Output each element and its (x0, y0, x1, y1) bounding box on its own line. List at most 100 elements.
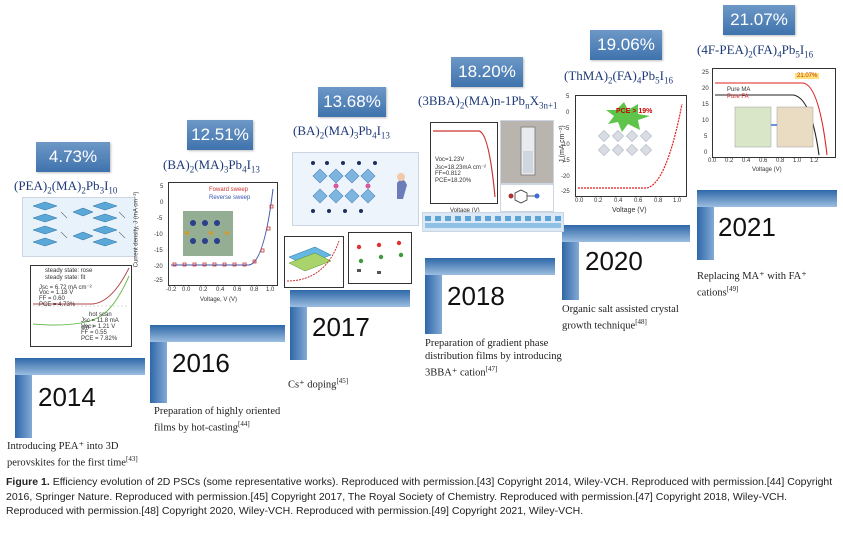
formula-2021: (4F-PEA)2(FA)4Pb5I16 (697, 42, 814, 60)
photo-2018 (500, 120, 554, 184)
desc-2021: Replacing MA⁺ with FA⁺ cations[49] (697, 271, 807, 299)
i2021-xtick-6: 1.2 (810, 158, 819, 164)
i2016-xtick-5: 0.8 (250, 287, 259, 293)
i2016-xtick-3: 0.4 (216, 287, 225, 293)
i2014-legend-a: steady state: rose (45, 268, 93, 274)
jv-curve-2017 (286, 240, 340, 282)
formula-2014: (PEA)2(MA)2Pb3I10 (14, 178, 118, 196)
i2014-legend-b: steady state: fit (45, 275, 86, 281)
i2021-xtick-3: 0.6 (759, 158, 768, 164)
i2020-ytick-6: -25 (561, 189, 570, 195)
i2021-ytick-2: 15 (702, 102, 709, 108)
i2020-ytick-3: -10 (561, 142, 570, 148)
jv-curves-2021 (715, 82, 828, 156)
i2016-ylabel: Current density, J (mA cm⁻²) (133, 191, 140, 268)
step-2020-horizontal (562, 225, 690, 242)
jv-plot-2021: Pure MA Pure FA 21.07% (712, 68, 836, 158)
pce-badge-2020: 19.06% (590, 30, 662, 60)
i2021-xtick-5: 1.0 (793, 158, 802, 164)
i2021-pce-badge: 21.07% (795, 73, 820, 79)
i2018-stat-2: FF=0.812 (435, 171, 461, 177)
i2021-ytick-4: 5 (704, 134, 708, 140)
figure-caption: Figure 1. Efficiency evolution of 2D PSC… (6, 475, 836, 519)
step-2016-vertical (150, 325, 167, 403)
i2016-legend-forward: Foward sweep (209, 187, 249, 193)
jv-curve-2020 (578, 102, 683, 189)
desc-2020: Organic salt assisted crystal growth tec… (562, 304, 679, 332)
pce-badge-2016: 12.51% (187, 120, 253, 150)
i2021-legend-ma: Pure MA (727, 87, 751, 93)
i2014-stat-a0: Jsc = 6.72 mA cm⁻² (39, 285, 92, 291)
i2020-ytick-0: 5 (566, 94, 570, 100)
i2016-xtick-6: 1.0 (266, 287, 275, 293)
jv-plot-2014: steady state: rose steady state: fit Jsc… (30, 265, 132, 347)
i2016-xtick-0: -0.2 (166, 287, 177, 293)
caption-label: Figure 1. (6, 476, 50, 488)
i2014-stat-b2: Voc = 1.21 V (81, 324, 116, 330)
jv-plot-2020: PCE > 19% (575, 95, 687, 197)
pce-badge-2014: 4.73% (36, 142, 110, 172)
step-2020-vertical (562, 225, 579, 300)
step-2014-horizontal (15, 358, 145, 375)
lattice-strip-2018 (422, 212, 564, 232)
i2020-xtick-4: 0.8 (654, 198, 663, 204)
stats-markers-2017 (356, 240, 404, 274)
step-2021-vertical (697, 190, 714, 260)
step-2016-horizontal (150, 325, 285, 342)
i2014-stat-a2: FF = 0.60 (39, 296, 65, 302)
year-2021: 2021 (718, 212, 776, 242)
i2016-xtick-4: 0.6 (233, 287, 242, 293)
year-2017: 2017 (312, 312, 370, 342)
molecule-2018 (500, 184, 554, 212)
i2021-ytick-5: 0 (704, 150, 708, 156)
caption-text: Efficiency evolution of 2D PSCs (some re… (6, 476, 833, 517)
step-2021-horizontal (697, 190, 837, 207)
i2014-stat-b1: Jsc = 11.8 mA cm⁻² (81, 318, 119, 331)
year-2014: 2014 (38, 382, 96, 412)
i2016-legend-reverse: Reverse sweep (209, 195, 251, 201)
desc-2016: Preparation of highly oriented films by … (154, 406, 281, 434)
desc-2018: Preparation of gradient phase distributi… (425, 338, 562, 379)
i2014-stat-b4: PCE = 7.82% (81, 336, 118, 342)
step-2018-horizontal (425, 258, 555, 275)
i2016-xlabel: Voltage, V (V) (200, 297, 238, 303)
i2016-ytick-0: 5 (160, 184, 164, 190)
vial-photo-image (520, 126, 536, 176)
desc-2017: Cs⁺ doping[45] (288, 377, 349, 391)
i2021-xtick-2: 0.4 (742, 158, 751, 164)
bba-molecule-icon (508, 189, 540, 204)
i2020-xlabel: Voltage (V) (612, 207, 647, 214)
pce-badge-2021: 21.07% (723, 5, 795, 35)
i2020-xtick-5: 1.0 (673, 198, 682, 204)
jv-curves-2014 (32, 267, 130, 326)
step-2014-vertical (15, 358, 32, 438)
jv-plot-2016: Foward sweep Reverse sweep (168, 182, 278, 286)
i2016-xtick-1: 0.0 (182, 287, 191, 293)
i2021-ytick-3: 10 (702, 118, 709, 124)
year-2016: 2016 (172, 348, 230, 378)
step-2017-horizontal (290, 290, 410, 307)
i2018-xlabel: Voltage (V) (450, 208, 480, 214)
i2016-xtick-2: 0.2 (199, 287, 208, 293)
i2021-ytick-1: 20 (702, 86, 709, 92)
i2020-pce-badge: PCE > 19% (616, 108, 653, 115)
jv-curves-2016 (171, 188, 274, 267)
formula-2017: (BA)2(MA)3Pb4I13 (293, 123, 390, 141)
year-2018: 2018 (447, 281, 505, 311)
i2020-xtick-2: 0.4 (614, 198, 623, 204)
i2014-stat-a1: Voc = 1.18 V (39, 290, 74, 296)
i2014-stat-b0: hot scan (89, 312, 112, 318)
i2016-ytick-2: -5 (157, 216, 163, 222)
i2018-stat-0: Voc=1.23V (435, 157, 465, 163)
formula-2018: (3BBA)2(MA)n-1PbnX3n+1 (418, 93, 558, 111)
i2021-ytick-0: 25 (702, 70, 709, 76)
jv-plot-2017 (284, 236, 344, 288)
formula-2016: (BA)2(MA)3Pb4I13 (163, 157, 260, 175)
i2021-legend-fa: Pure FA (727, 94, 749, 100)
jv-plot-2018: Voc=1.23V Jsc=18.23mA cm⁻² FF=0.812 PCE=… (430, 122, 498, 204)
step-2018-vertical (425, 258, 442, 334)
perovskite-octahedra-image (32, 201, 126, 247)
i2021-xtick-4: 0.8 (776, 158, 785, 164)
i2020-xtick-0: 0.0 (575, 198, 584, 204)
cs-doping-lattice-image (311, 161, 407, 213)
